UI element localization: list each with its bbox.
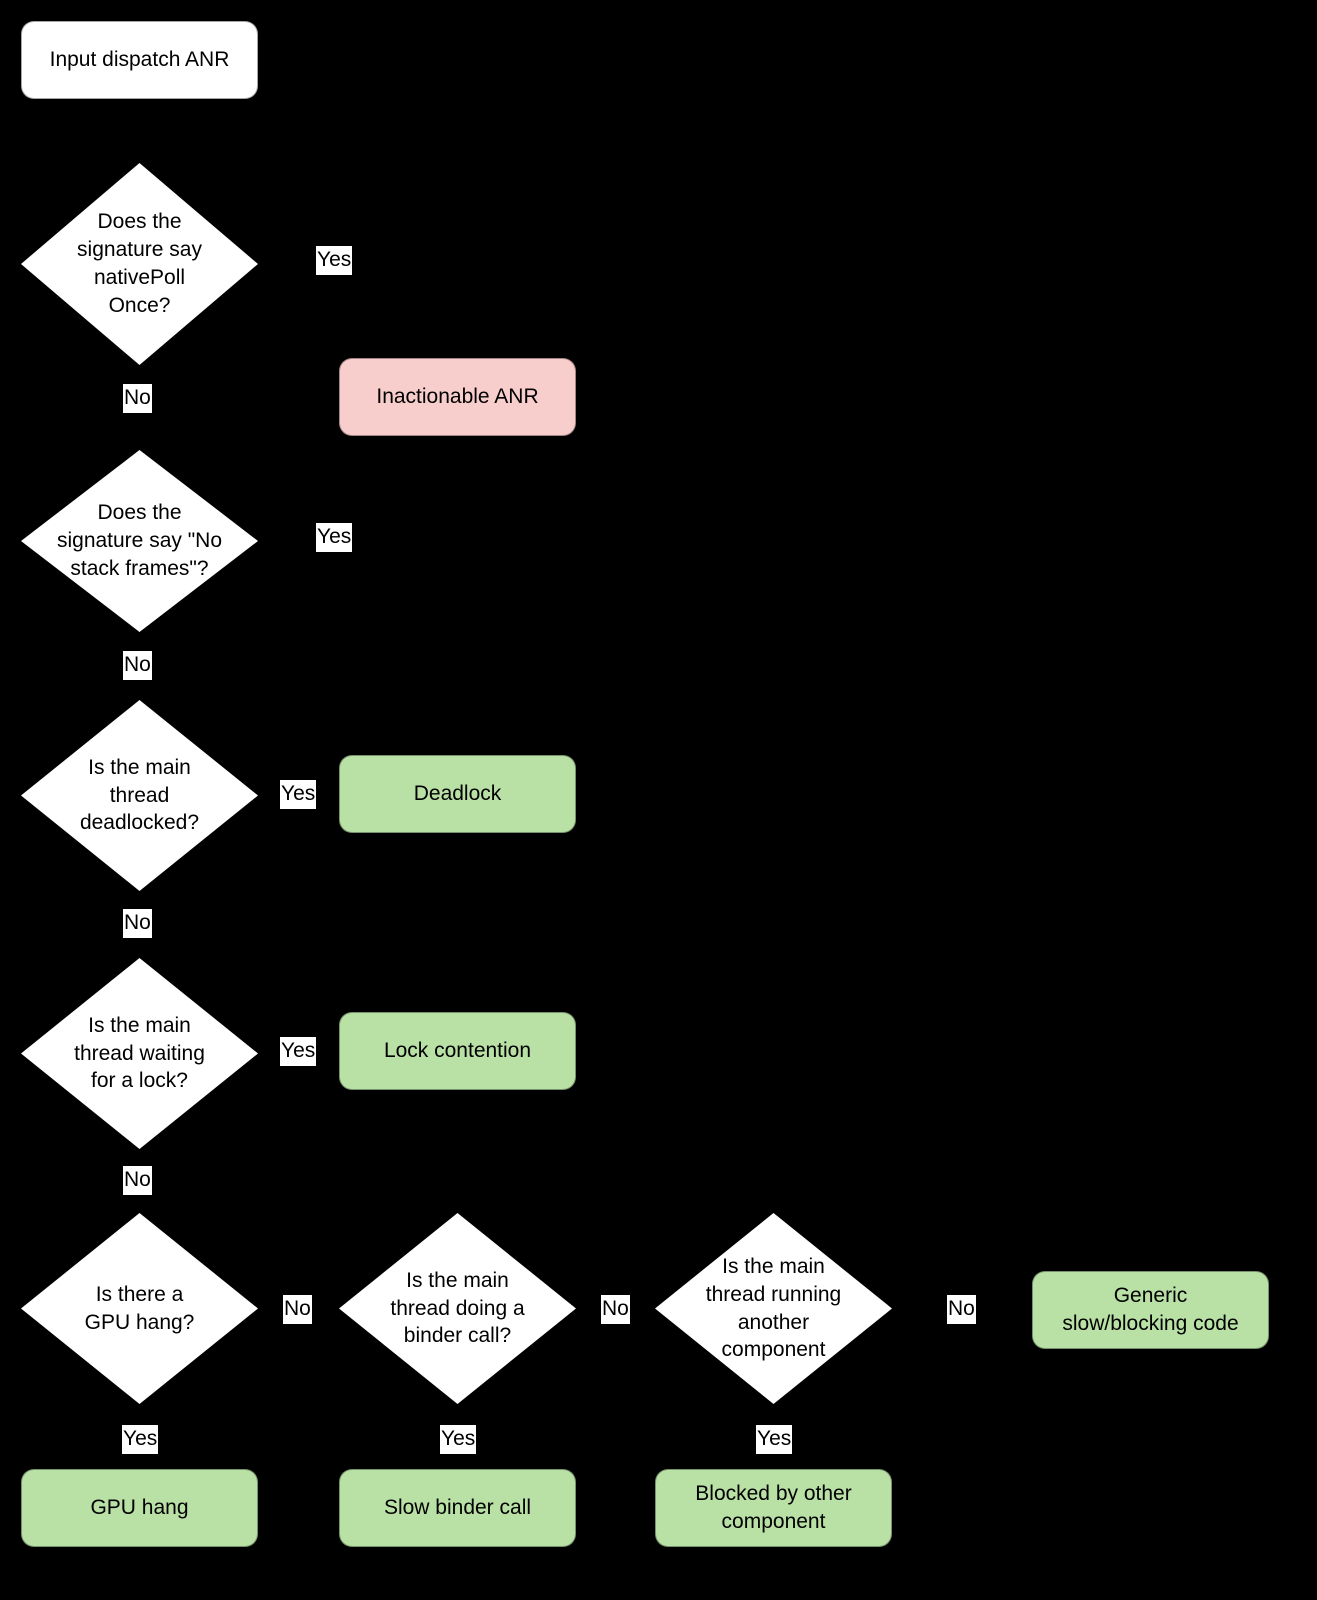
node-generic-slow-blocking-code[interactable]: Generic slow/blocking code [1032, 1271, 1269, 1349]
arrowhead-gpuhang-yes [132, 1457, 146, 1468]
node-gpu-hang-label: GPU hang [90, 1496, 189, 1520]
edge-label-nostack-no: No [123, 651, 152, 680]
arrowhead-nativepoll-no [132, 440, 146, 451]
edge-label-nostack-yes: Yes [316, 523, 353, 552]
edge-label-binder-no: No [601, 1295, 630, 1324]
node-decision-no-stack-frames[interactable]: Does the signature say "No stack frames"… [21, 450, 258, 632]
edge-label-waitlock-yes: Yes [280, 1037, 317, 1066]
node-decision-gpu-hang-label: Is there a GPU hang? [84, 1282, 195, 1334]
node-inactionable-anr[interactable]: Inactionable ANR [339, 358, 576, 436]
arrowhead-component-yes [766, 1457, 780, 1468]
edge-label-component-yes: Yes [756, 1425, 793, 1454]
node-inactionable-anr-label: Inactionable ANR [376, 385, 539, 409]
edge-label-gpuhang-no: No [283, 1295, 312, 1324]
node-blocked-by-other-component[interactable]: Blocked by other component [655, 1469, 892, 1547]
node-decision-nativepoll[interactable]: Does the signature say nativePoll Once? [21, 163, 258, 365]
node-decision-waiting-for-lock-label: Is the main thread waiting for a lock? [74, 1013, 205, 1093]
node-decision-binder-call-label: Is the main thread doing a binder call? [390, 1268, 525, 1348]
node-lock-contention[interactable]: Lock contention [339, 1012, 576, 1090]
node-decision-binder-call[interactable]: Is the main thread doing a binder call? [339, 1213, 576, 1404]
node-blocked-by-other-component-label: Blocked by other component [695, 1482, 852, 1533]
arrowhead-waitlock-yes [330, 1043, 341, 1057]
node-decision-deadlocked[interactable]: Is the main thread deadlocked? [21, 700, 258, 891]
edge-nostack-yes [258, 539, 456, 541]
edge-label-binder-yes: Yes [440, 1425, 477, 1454]
arrowhead-nativepoll-yes [449, 348, 463, 359]
arrowhead-start-to-nativepoll [132, 152, 146, 163]
node-decision-another-component[interactable]: Is the main thread running another compo… [655, 1213, 892, 1404]
edge-label-waitlock-no: No [123, 1166, 152, 1195]
node-decision-nativepoll-label: Does the signature say nativePoll Once? [77, 210, 202, 317]
node-decision-waiting-for-lock[interactable]: Is the main thread waiting for a lock? [21, 958, 258, 1149]
node-deadlock[interactable]: Deadlock [339, 755, 576, 833]
node-deadlock-label: Deadlock [413, 782, 502, 806]
edge-nostack-yes-rise [455, 437, 457, 541]
node-slow-binder-call-label: Slow binder call [383, 1496, 532, 1520]
node-generic-slow-blocking-code-label: Generic slow/blocking code [1062, 1284, 1239, 1335]
node-lock-contention-label: Lock contention [383, 1039, 532, 1063]
edge-label-deadlocked-yes: Yes [280, 780, 317, 809]
node-start-label: Input dispatch ANR [49, 48, 230, 72]
edge-label-deadlocked-no: No [123, 909, 152, 938]
arrowhead-deadlocked-yes [330, 786, 341, 800]
arrowhead-binder-yes [450, 1457, 464, 1468]
edge-label-nativepoll-no: No [123, 384, 152, 413]
node-start[interactable]: Input dispatch ANR [21, 21, 258, 99]
node-gpu-hang[interactable]: GPU hang [21, 1469, 258, 1547]
arrowhead-binder-no [650, 1301, 661, 1315]
edge-label-nativepoll-yes: Yes [316, 246, 353, 275]
node-decision-no-stack-frames-label: Does the signature say "No stack frames"… [56, 501, 223, 580]
arrowhead-gpuhang-no [332, 1301, 343, 1315]
node-decision-gpu-hang[interactable]: Is there a GPU hang? [21, 1213, 258, 1404]
edge-nativepoll-yes [258, 263, 456, 265]
edge-label-component-no: No [947, 1295, 976, 1324]
edge-label-gpuhang-yes: Yes [122, 1425, 159, 1454]
edge-nativepoll-yes-drop [455, 263, 457, 358]
node-slow-binder-call[interactable]: Slow binder call [339, 1469, 576, 1547]
edge-start-to-nativepoll [138, 98, 140, 163]
node-decision-deadlocked-label: Is the main thread deadlocked? [79, 755, 200, 835]
node-decision-another-component-label: Is the main thread running another compo… [705, 1254, 842, 1362]
